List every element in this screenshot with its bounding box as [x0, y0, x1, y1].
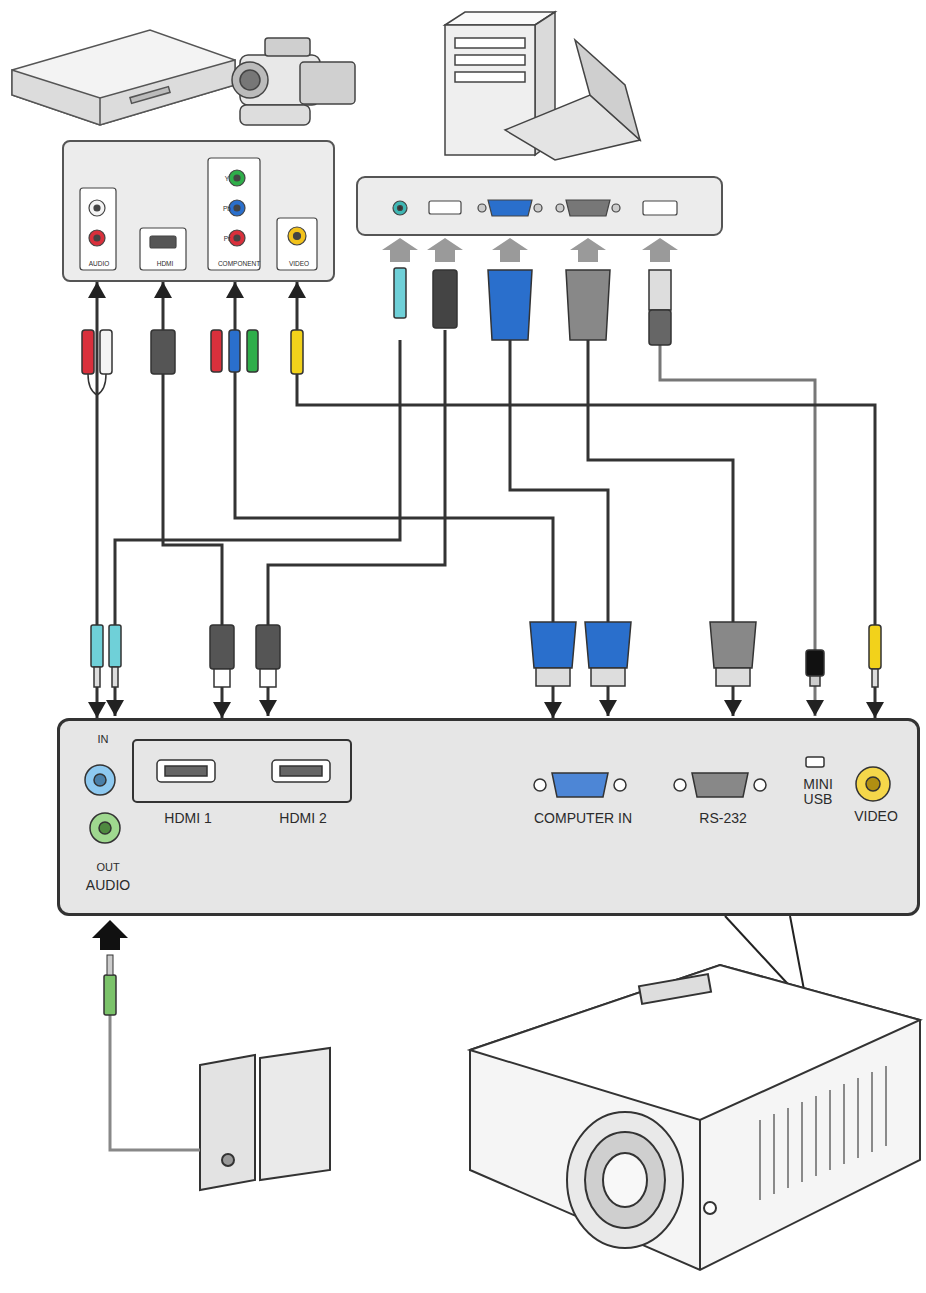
projector — [470, 965, 920, 1270]
source-ports — [80, 158, 317, 270]
port-label: HDMI — [157, 260, 174, 267]
port-label: Pr — [224, 235, 231, 242]
port-label: VIDEO — [854, 809, 898, 824]
source-panel: AUDIO HDMI Y PbPrCOMPONENT VIDEO — [62, 140, 335, 282]
port-label: MINI USB — [796, 777, 840, 808]
port-label: IN — [98, 733, 109, 745]
port-label: OUT — [96, 861, 119, 873]
projector-panel: IN OUT AUDIO HDMI 1 HDMI 2 COMPUTER IN RS-232 M… — [57, 718, 920, 916]
laptop — [505, 40, 640, 160]
port-label: AUDIO — [86, 878, 130, 893]
camcorder — [232, 38, 355, 125]
port-label: VIDEO — [289, 260, 309, 267]
port-label: HDMI 2 — [279, 811, 326, 826]
projector-ports — [85, 740, 890, 843]
dvd-player — [12, 30, 235, 125]
speakers — [200, 1048, 330, 1190]
port-label: AUDIO — [89, 260, 110, 267]
port-label: Y — [225, 175, 229, 182]
port-label: RS-232 — [699, 811, 746, 826]
port-label: COMPUTER IN — [534, 811, 632, 826]
cable — [297, 282, 875, 718]
port-label: COMPONENT — [218, 260, 260, 267]
computer-ports — [393, 200, 677, 216]
port-label: Pb — [223, 205, 231, 212]
computer-cables — [115, 330, 815, 716]
port-label: HDMI 1 — [164, 811, 211, 826]
input-arrows — [382, 238, 678, 262]
cable — [235, 282, 553, 718]
audio-out-cable — [92, 920, 200, 1150]
vent-lines — [760, 1066, 886, 1200]
